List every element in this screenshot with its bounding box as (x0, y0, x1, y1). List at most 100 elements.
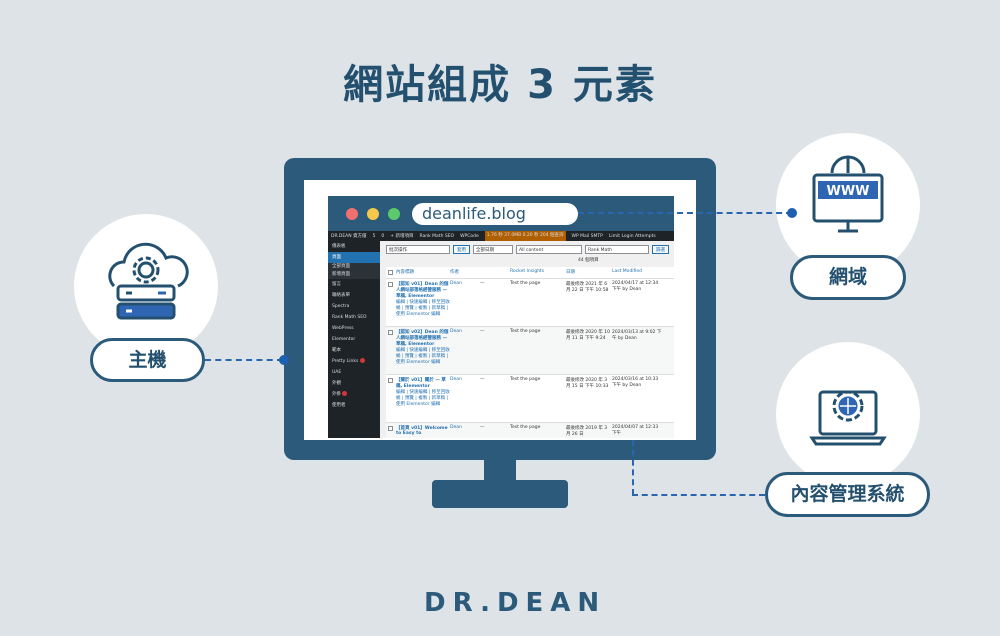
minimize-dot (367, 208, 379, 220)
domain-circle: WWW (776, 133, 920, 277)
date: 最後修改 2021 年 6 月 22 日 下午 10:58 (566, 282, 609, 293)
row-title[interactable]: 【首頁 v01】Welcome to Easy to (396, 426, 448, 436)
row-title[interactable]: 【認知 v01】Dean 的個人網站部落格經營服務 — 草稿, Elemento… (396, 282, 449, 299)
last-modified: 2024/03/13 at 9:02 下午 by Dean (612, 330, 662, 341)
host-endpoint (279, 355, 289, 365)
host-circle (74, 214, 218, 358)
column-header[interactable]: Rocket Insights (510, 269, 545, 274)
admin-bar-item[interactable]: 0 (381, 233, 385, 239)
admin-bar-item[interactable]: Limit Login Attempts (608, 233, 656, 239)
sidebar-item-label: 新增頁面 (332, 272, 350, 277)
date: 最後修改 2020 年 10 月 11 日 下午 9:24 (566, 330, 610, 341)
author-link[interactable]: Dean (450, 281, 462, 286)
filters: 批次操作 套用 全部日期 All content Rank Math 篩選 (386, 245, 674, 254)
page-title-link[interactable]: 【首頁 v01】Welcome to Easy to (396, 425, 450, 438)
seo-select[interactable]: Rank Math (585, 245, 649, 254)
sidebar-item-label: 儀表板 (332, 244, 346, 249)
column-header[interactable]: 作者 (450, 270, 459, 275)
rocket-insights: Test the page (510, 281, 541, 286)
cms-connector-horizontal (632, 494, 765, 496)
row-checkbox[interactable] (388, 330, 393, 335)
sidebar-item-label: 聯絡表單 (332, 293, 350, 298)
sidebar-item[interactable]: Elementor (328, 334, 380, 345)
domain-connector (578, 212, 792, 214)
table-row: 【認知 v02】Dean 的個人網站部落格經營服務 — 草稿, Elemento… (386, 327, 674, 375)
comments: — (480, 329, 485, 334)
date: 最後修改 2020 年 3 月 15 日 下午 10:33 (566, 378, 609, 389)
column-header[interactable]: Last Modified (612, 269, 643, 274)
sidebar-item-label: WebPress (332, 326, 354, 331)
sidebar-item[interactable]: 全部頁面 (328, 263, 380, 271)
row-actions[interactable]: 編輯 | 快速編輯 | 移至回收桶 | 預覽 | 複製 | 新草稿 | 使用 E… (396, 390, 450, 407)
admin-bar-item[interactable]: Rank Math SEO (419, 233, 455, 239)
row-actions[interactable]: 編輯 | 快速編輯 | 移至回收桶 | 預覽 | 複製 | 新草稿 | 使用 E… (396, 348, 450, 365)
admin-bar-item[interactable]: DR.DEAN 資方僵 (331, 234, 367, 239)
filter-button[interactable]: 篩選 (652, 245, 669, 254)
sidebar-item-label: 全部頁面 (332, 264, 350, 269)
sidebar-item-label: 使用者 (332, 403, 346, 408)
notification-badge (359, 358, 365, 363)
select-all-checkbox[interactable] (388, 270, 393, 275)
page-title-link[interactable]: 【認知 v01】Dean 的個人網站部落格經營服務 — 草稿, Elemento… (396, 281, 450, 324)
url-bar[interactable]: deanlife.blog (412, 203, 578, 225)
cloud-server-gear-icon (108, 242, 189, 320)
laptop-gear-globe-icon (809, 390, 887, 446)
sidebar-item[interactable]: 新增頁面 (328, 271, 380, 279)
rocket-insights: Test the page (510, 377, 541, 382)
sidebar-item-label: Spectra (332, 304, 350, 309)
author-link[interactable]: Dean (450, 329, 462, 334)
row-checkbox[interactable] (388, 378, 393, 383)
sidebar-item[interactable]: 外掛 (328, 389, 380, 400)
sidebar-item[interactable]: 留言 (328, 279, 380, 290)
sidebar-item-label: Pretty Links (332, 359, 359, 364)
sidebar-item-label: Rank Math SEO (332, 315, 367, 320)
sidebar-item[interactable]: Pretty Links (328, 356, 380, 367)
row-actions[interactable]: 編輯 | 快速編輯 | 移至回收桶 | 預覽 | 複製 | 新草稿 | 使用 E… (396, 300, 450, 317)
sidebar-item[interactable]: 外觀 (328, 378, 380, 389)
sidebar-item[interactable]: Rank Math SEO (328, 312, 380, 323)
apply-button[interactable]: 套用 (453, 245, 470, 254)
row-title[interactable]: 【關於 v01】關於 — 草稿, Elementor (396, 378, 446, 389)
comments: — (480, 377, 485, 382)
content-select[interactable]: All content (516, 245, 582, 254)
row-title[interactable]: 【認知 v02】Dean 的個人網站部落格經營服務 — 草稿, Elemento… (396, 330, 449, 347)
sidebar-item[interactable]: 使用者 (328, 400, 380, 411)
author-link[interactable]: Dean (450, 425, 462, 430)
item-count: 44 個項目 (578, 258, 599, 263)
admin-bar-item[interactable]: + 新增項目 (390, 234, 414, 239)
table-row: 【認知 v01】Dean 的個人網站部落格經營服務 — 草稿, Elemento… (386, 279, 674, 327)
monitor-base (432, 480, 568, 508)
sidebar-item[interactable]: 範本 (328, 345, 380, 356)
cms-label: 內容管理系統 (765, 472, 930, 517)
bulk-action-select[interactable]: 批次操作 (386, 245, 450, 254)
page-title-link[interactable]: 【認知 v02】Dean 的個人網站部落格經營服務 — 草稿, Elemento… (396, 329, 450, 372)
sidebar-item[interactable]: WebPress (328, 323, 380, 334)
sidebar-item[interactable]: UAE (328, 367, 380, 378)
sidebar-item[interactable]: Spectra (328, 301, 380, 312)
date: 最後修改 2019 年 3 月 26 日 (566, 426, 608, 437)
author-link[interactable]: Dean (450, 377, 462, 382)
row-checkbox[interactable] (388, 426, 393, 431)
admin-bar-item[interactable]: WPCode (460, 233, 479, 239)
notification-badge (342, 391, 348, 396)
date-select[interactable]: 全部日期 (473, 245, 513, 254)
row-checkbox[interactable] (388, 282, 393, 287)
admin-bar-item[interactable]: 5 (372, 233, 376, 239)
sidebar-item[interactable]: 頁面 (328, 252, 380, 263)
column-header[interactable]: 日期 (566, 270, 575, 275)
column-header[interactable]: 內容標題 (396, 270, 414, 275)
admin-bar-item[interactable]: 1.76 秒 37.0MB 0.20 秒 204 個查詢 (484, 231, 566, 241)
sidebar-item[interactable]: 儀表板 (328, 241, 380, 252)
column-header[interactable] (480, 269, 510, 276)
domain-label: 網域 (790, 255, 906, 300)
sidebar-item[interactable]: 聯絡表單 (328, 290, 380, 301)
cms-circle (776, 342, 920, 486)
maximize-dot (388, 208, 400, 220)
admin-bar-item[interactable]: WP Mail SMTP (571, 233, 603, 239)
last-modified: 2024/04/17 at 12:34 下午 by Dean (612, 281, 659, 292)
